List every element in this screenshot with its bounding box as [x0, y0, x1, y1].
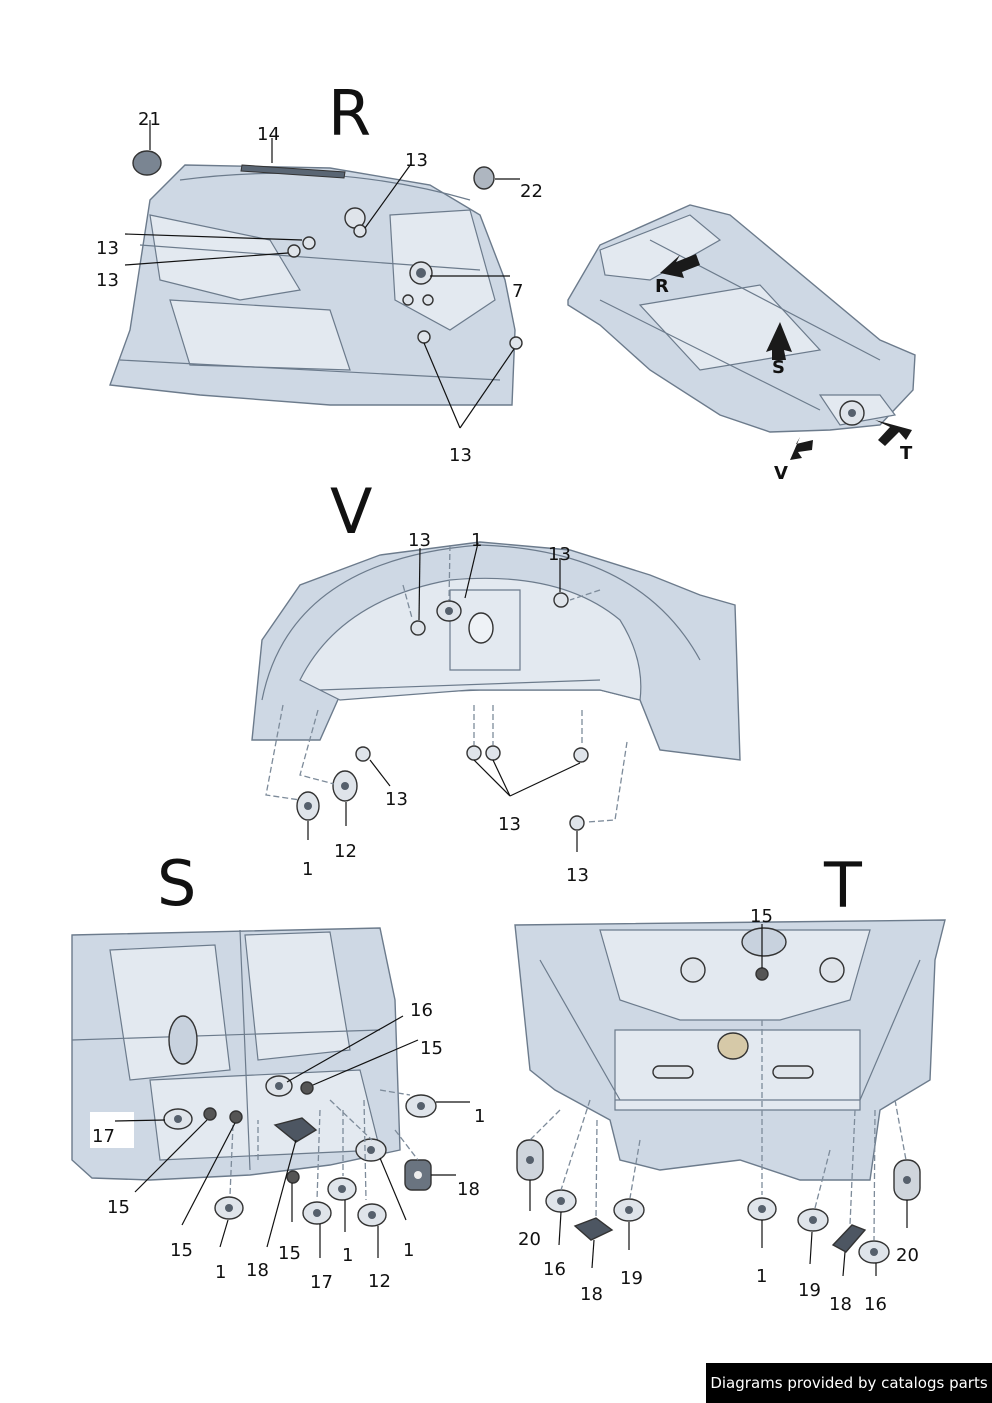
nut-15-s2 [229, 1110, 243, 1124]
callout-12: 12 [368, 1271, 391, 1292]
callout-16: 16 [410, 1000, 433, 1021]
grommet-20-t2 [893, 1159, 921, 1201]
screw-13-r1 [302, 236, 316, 250]
screw-13-v7 [569, 815, 585, 831]
callout-15: 15 [107, 1197, 130, 1218]
clip-19-t2 [797, 1208, 829, 1232]
nut-15-s3 [300, 1081, 314, 1095]
callout-21: 21 [138, 109, 161, 130]
clip-16-t1 [545, 1189, 577, 1213]
clip-17-s2 [302, 1201, 332, 1225]
screw-13-r3 [353, 224, 367, 238]
section-s-diagram [71, 927, 470, 1258]
callout-15: 15 [750, 906, 773, 927]
callout-22: 22 [520, 181, 543, 202]
clip-1-v-top [436, 600, 462, 622]
underbody-overview-diagram [567, 204, 916, 460]
callout-1: 1 [342, 1245, 353, 1266]
callout-12: 12 [334, 841, 357, 862]
callout-20: 20 [518, 1229, 541, 1250]
section-label-r: R [328, 77, 371, 150]
callout-1: 1 [474, 1106, 485, 1127]
screw-13-r4 [417, 330, 431, 344]
clip-12-v [332, 770, 358, 802]
view-arrow-r [660, 254, 700, 278]
callout-17: 17 [310, 1272, 333, 1293]
clip-1-s1 [405, 1094, 437, 1118]
overview-label-v: V [774, 463, 788, 484]
footer-credit: Diagrams provided by catalogs parts [706, 1363, 992, 1403]
callout-20: 20 [896, 1245, 919, 1266]
nut-15-s1 [203, 1107, 217, 1121]
callout-13: 13 [96, 238, 119, 259]
screw-13-v6 [573, 747, 589, 763]
callout-16: 16 [864, 1294, 887, 1315]
callout-15: 15 [278, 1243, 301, 1264]
callout-13: 13 [385, 789, 408, 810]
callout-1: 1 [471, 530, 482, 551]
callout-18: 18 [580, 1284, 603, 1305]
callout-15: 15 [420, 1038, 443, 1059]
grommet-17-s1 [163, 1108, 193, 1130]
grommet-20-t1 [516, 1139, 544, 1181]
nut-15-t [755, 967, 769, 981]
screw-13-v3 [355, 746, 371, 762]
clip-12-s [357, 1203, 387, 1227]
callout-18: 18 [457, 1179, 480, 1200]
clip-1-s3 [327, 1177, 357, 1201]
clip-16-t2 [858, 1240, 890, 1264]
section-label-v: V [330, 475, 372, 548]
callout-1: 1 [302, 859, 313, 880]
grommet-18-s2 [404, 1159, 432, 1191]
section-label-t: T [823, 849, 863, 922]
clip-1-v-bottom [296, 791, 320, 821]
screw-13-r2 [287, 244, 301, 258]
section-r-diagram [109, 120, 523, 429]
nut-15-s4 [286, 1170, 300, 1184]
callout-7: 7 [512, 281, 523, 302]
section-label-s: S [157, 847, 196, 920]
clip-19-t1 [613, 1198, 645, 1222]
clip-1-t [747, 1197, 777, 1221]
callout-13: 13 [408, 530, 431, 551]
overview-label-s: S [772, 357, 785, 378]
bracket-18-s1 [273, 1117, 318, 1143]
overview-label-r: R [655, 276, 669, 297]
bracket-18-t1 [573, 1217, 614, 1241]
callout-13: 13 [498, 814, 521, 835]
screw-13-v5 [485, 745, 501, 761]
overview-label-t: T [900, 443, 913, 464]
callout-13: 13 [96, 270, 119, 291]
callout-1: 1 [756, 1266, 767, 1287]
section-v-diagram [251, 541, 741, 852]
callout-1: 1 [403, 1240, 414, 1261]
screw-13-v2 [553, 592, 569, 608]
view-arrow-v [790, 437, 813, 460]
callout-19: 19 [798, 1280, 821, 1301]
callout-18: 18 [829, 1294, 852, 1315]
screw-13-r5 [509, 336, 523, 350]
callout-17: 17 [92, 1126, 115, 1147]
screw-13-v4 [466, 745, 482, 761]
section-t-diagram [514, 919, 946, 1277]
callout-14: 14 [257, 124, 280, 145]
view-arrow-t [875, 420, 912, 446]
callout-15: 15 [170, 1240, 193, 1261]
callout-13: 13 [449, 445, 472, 466]
clip-1-s2 [355, 1138, 387, 1162]
callout-1: 1 [215, 1262, 226, 1283]
callout-13: 13 [548, 544, 571, 565]
clip-16-s [265, 1075, 293, 1097]
clip-1-s4 [214, 1196, 244, 1220]
bracket-18-t2 [831, 1224, 867, 1253]
callout-18: 18 [246, 1260, 269, 1281]
callout-19: 19 [620, 1268, 643, 1289]
callout-16: 16 [543, 1259, 566, 1280]
callout-13: 13 [405, 150, 428, 171]
view-arrow-s [766, 322, 792, 360]
callout-13: 13 [566, 865, 589, 886]
screw-13-v1 [410, 620, 426, 636]
